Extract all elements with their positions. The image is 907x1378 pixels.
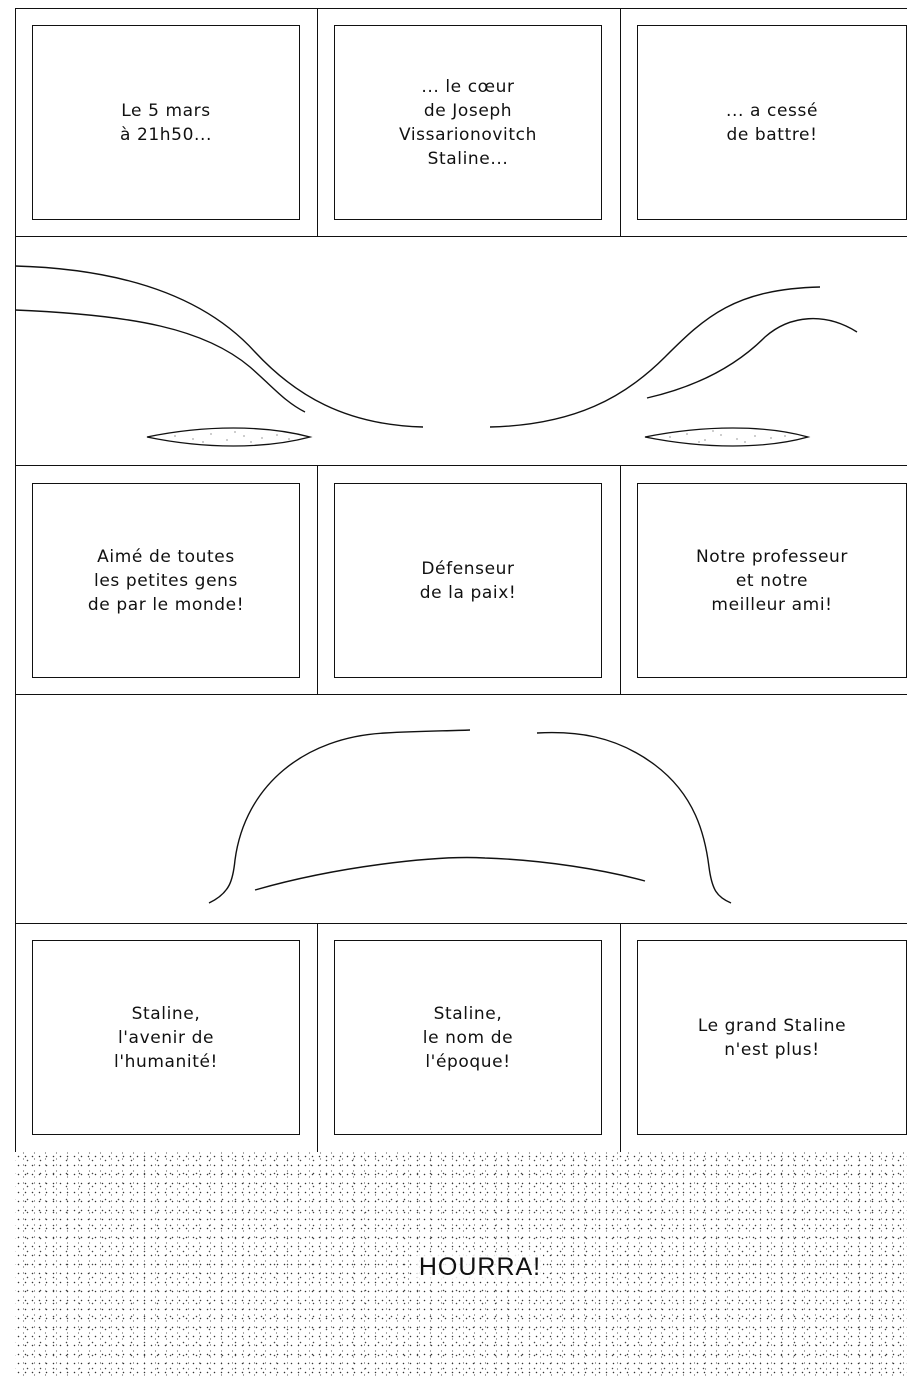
caption-text: ... le cœur de Joseph Vissarionovitch St… <box>399 76 537 169</box>
caption-box: ... le cœur de Joseph Vissarionovitch St… <box>334 25 602 220</box>
caption-text: Staline, le nom de l'époque! <box>422 1003 514 1072</box>
caption-text: Staline, l'avenir de l'humanité! <box>114 1003 218 1072</box>
eyes-drawing <box>15 237 907 465</box>
page-top-border <box>15 8 907 9</box>
shout-text: HOURRA! <box>416 1253 544 1281</box>
caption-text: Le 5 mars à 21h50... <box>119 100 213 145</box>
caption-box: Le grand Staline n'est plus! <box>637 940 907 1135</box>
caption-box: Défenseur de la paix! <box>334 483 602 678</box>
tier-divider <box>15 694 907 695</box>
caption-text: Défenseur de la paix! <box>419 558 517 603</box>
caption-box: Aimé de toutes les petites gens de par l… <box>32 483 300 678</box>
caption-box: Staline, l'avenir de l'humanité! <box>32 940 300 1135</box>
caption-box: ... a cessé de battre! <box>637 25 907 220</box>
gutter-1b <box>620 8 621 236</box>
stippled-crowd-panel <box>15 1152 907 1378</box>
hourra-shout: HOURRA! <box>395 1253 565 1282</box>
caption-text: Notre professeur et notre meilleur ami! <box>695 546 849 615</box>
caption-text: Le grand Staline n'est plus! <box>697 1015 847 1060</box>
caption-box: Staline, le nom de l'époque! <box>334 940 602 1135</box>
moustache-drawing <box>15 695 907 923</box>
gutter-3b <box>620 465 621 694</box>
caption-box: Notre professeur et notre meilleur ami! <box>637 483 907 678</box>
eyebrows-and-eyes-icon <box>15 265 858 447</box>
gutter-3a <box>317 465 318 694</box>
moustache-icon <box>208 729 732 904</box>
gutter-5a <box>317 923 318 1152</box>
tier-divider <box>15 465 907 466</box>
caption-text: Aimé de toutes les petites gens de par l… <box>87 546 245 615</box>
gutter-5b <box>620 923 621 1152</box>
caption-text: ... a cessé de battre! <box>725 100 818 145</box>
tier-divider <box>15 923 907 924</box>
gutter-1a <box>317 8 318 236</box>
page-left-border <box>15 8 16 1378</box>
caption-box: Le 5 mars à 21h50... <box>32 25 300 220</box>
tier-divider <box>15 236 907 237</box>
